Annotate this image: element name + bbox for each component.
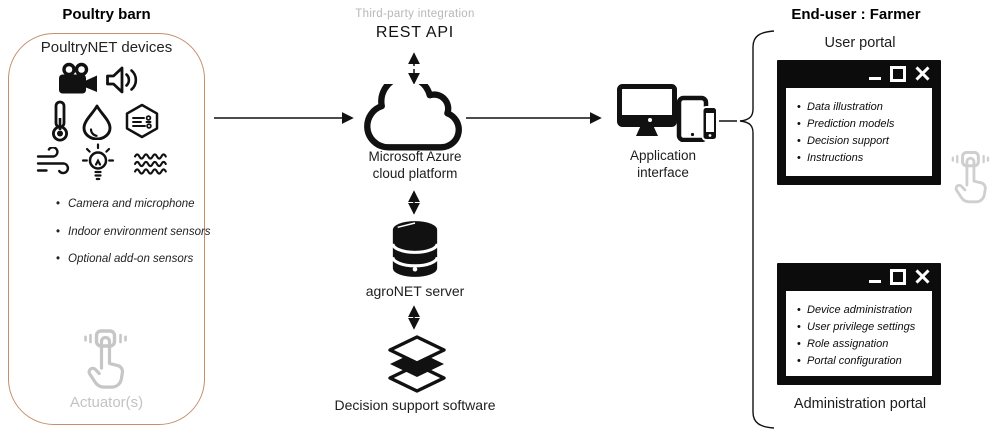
lightbulb-icon	[81, 143, 115, 181]
maximize-icon	[890, 65, 906, 82]
user-portal-title: User portal	[824, 35, 896, 51]
third-party-integration-label: Third-party integration	[355, 8, 475, 20]
wind-icon	[35, 147, 71, 175]
azure-cloud-label-line1: Microsoft Azure	[368, 149, 462, 164]
list-item: Decision support	[797, 133, 932, 150]
admin-portal-window: Device administration User privilege set…	[777, 263, 941, 385]
barn-feature-list: Camera and microphone Indoor environment…	[16, 198, 241, 281]
brace	[739, 30, 775, 429]
window-titlebar	[777, 60, 941, 87]
speaker-icon	[105, 65, 141, 95]
video-camera-icon	[56, 62, 98, 95]
application-interface-line1: Application	[629, 148, 697, 163]
actuator-label: Actuator(s)	[69, 394, 144, 411]
rest-api-label: REST API	[375, 24, 455, 41]
window-content: Data illustration Prediction models Deci…	[786, 88, 932, 176]
tap-hand-icon	[74, 327, 136, 393]
end-user-header: End-user : Farmer	[791, 6, 921, 23]
list-item: Device administration	[797, 302, 932, 319]
user-portal-window: Data illustration Prediction models Deci…	[777, 60, 941, 185]
list-item: User privilege settings	[797, 319, 932, 336]
poultry-barn-header: Poultry barn	[62, 6, 151, 23]
list-item: Role assignation	[797, 336, 932, 353]
list-item: Instructions	[797, 150, 932, 167]
agronet-server-label: agroNET server	[365, 283, 465, 299]
application-interface-label: Application interface	[600, 147, 726, 181]
list-item: Indoor environment sensors	[56, 226, 241, 238]
azure-cloud-label: Microsoft Azure cloud platform	[315, 148, 515, 182]
cloud-icon	[361, 84, 465, 152]
poultrynet-devices-title: PoultryNET devices	[40, 39, 173, 56]
window-titlebar	[777, 263, 941, 290]
admin-portal-title: Administration portal	[793, 396, 927, 412]
list-item: Optional add-on sensors	[56, 253, 241, 265]
azure-cloud-label-line2: cloud platform	[372, 166, 458, 181]
devices-icon	[617, 84, 717, 142]
list-item: Portal configuration	[797, 353, 932, 370]
tap-hand-icon	[944, 149, 996, 207]
user-portal-list: Data illustration Prediction models Deci…	[786, 99, 932, 167]
list-item: Camera and microphone	[56, 198, 241, 210]
database-icon	[389, 219, 441, 279]
close-icon	[915, 66, 930, 81]
decision-support-label: Decision support software	[334, 397, 496, 413]
close-icon	[915, 269, 930, 284]
thermometer-icon	[50, 100, 70, 142]
maximize-icon	[890, 268, 906, 285]
water-drop-icon	[82, 104, 112, 140]
layers-icon	[386, 335, 448, 393]
air-quality-icon	[125, 103, 159, 139]
waves-icon	[133, 151, 169, 177]
minimize-icon	[869, 280, 881, 283]
list-item: Prediction models	[797, 116, 932, 133]
admin-portal-list: Device administration User privilege set…	[786, 302, 932, 370]
minimize-icon	[869, 77, 881, 80]
application-interface-line2: interface	[637, 165, 689, 180]
list-item: Data illustration	[797, 99, 932, 116]
window-content: Device administration User privilege set…	[786, 291, 932, 376]
